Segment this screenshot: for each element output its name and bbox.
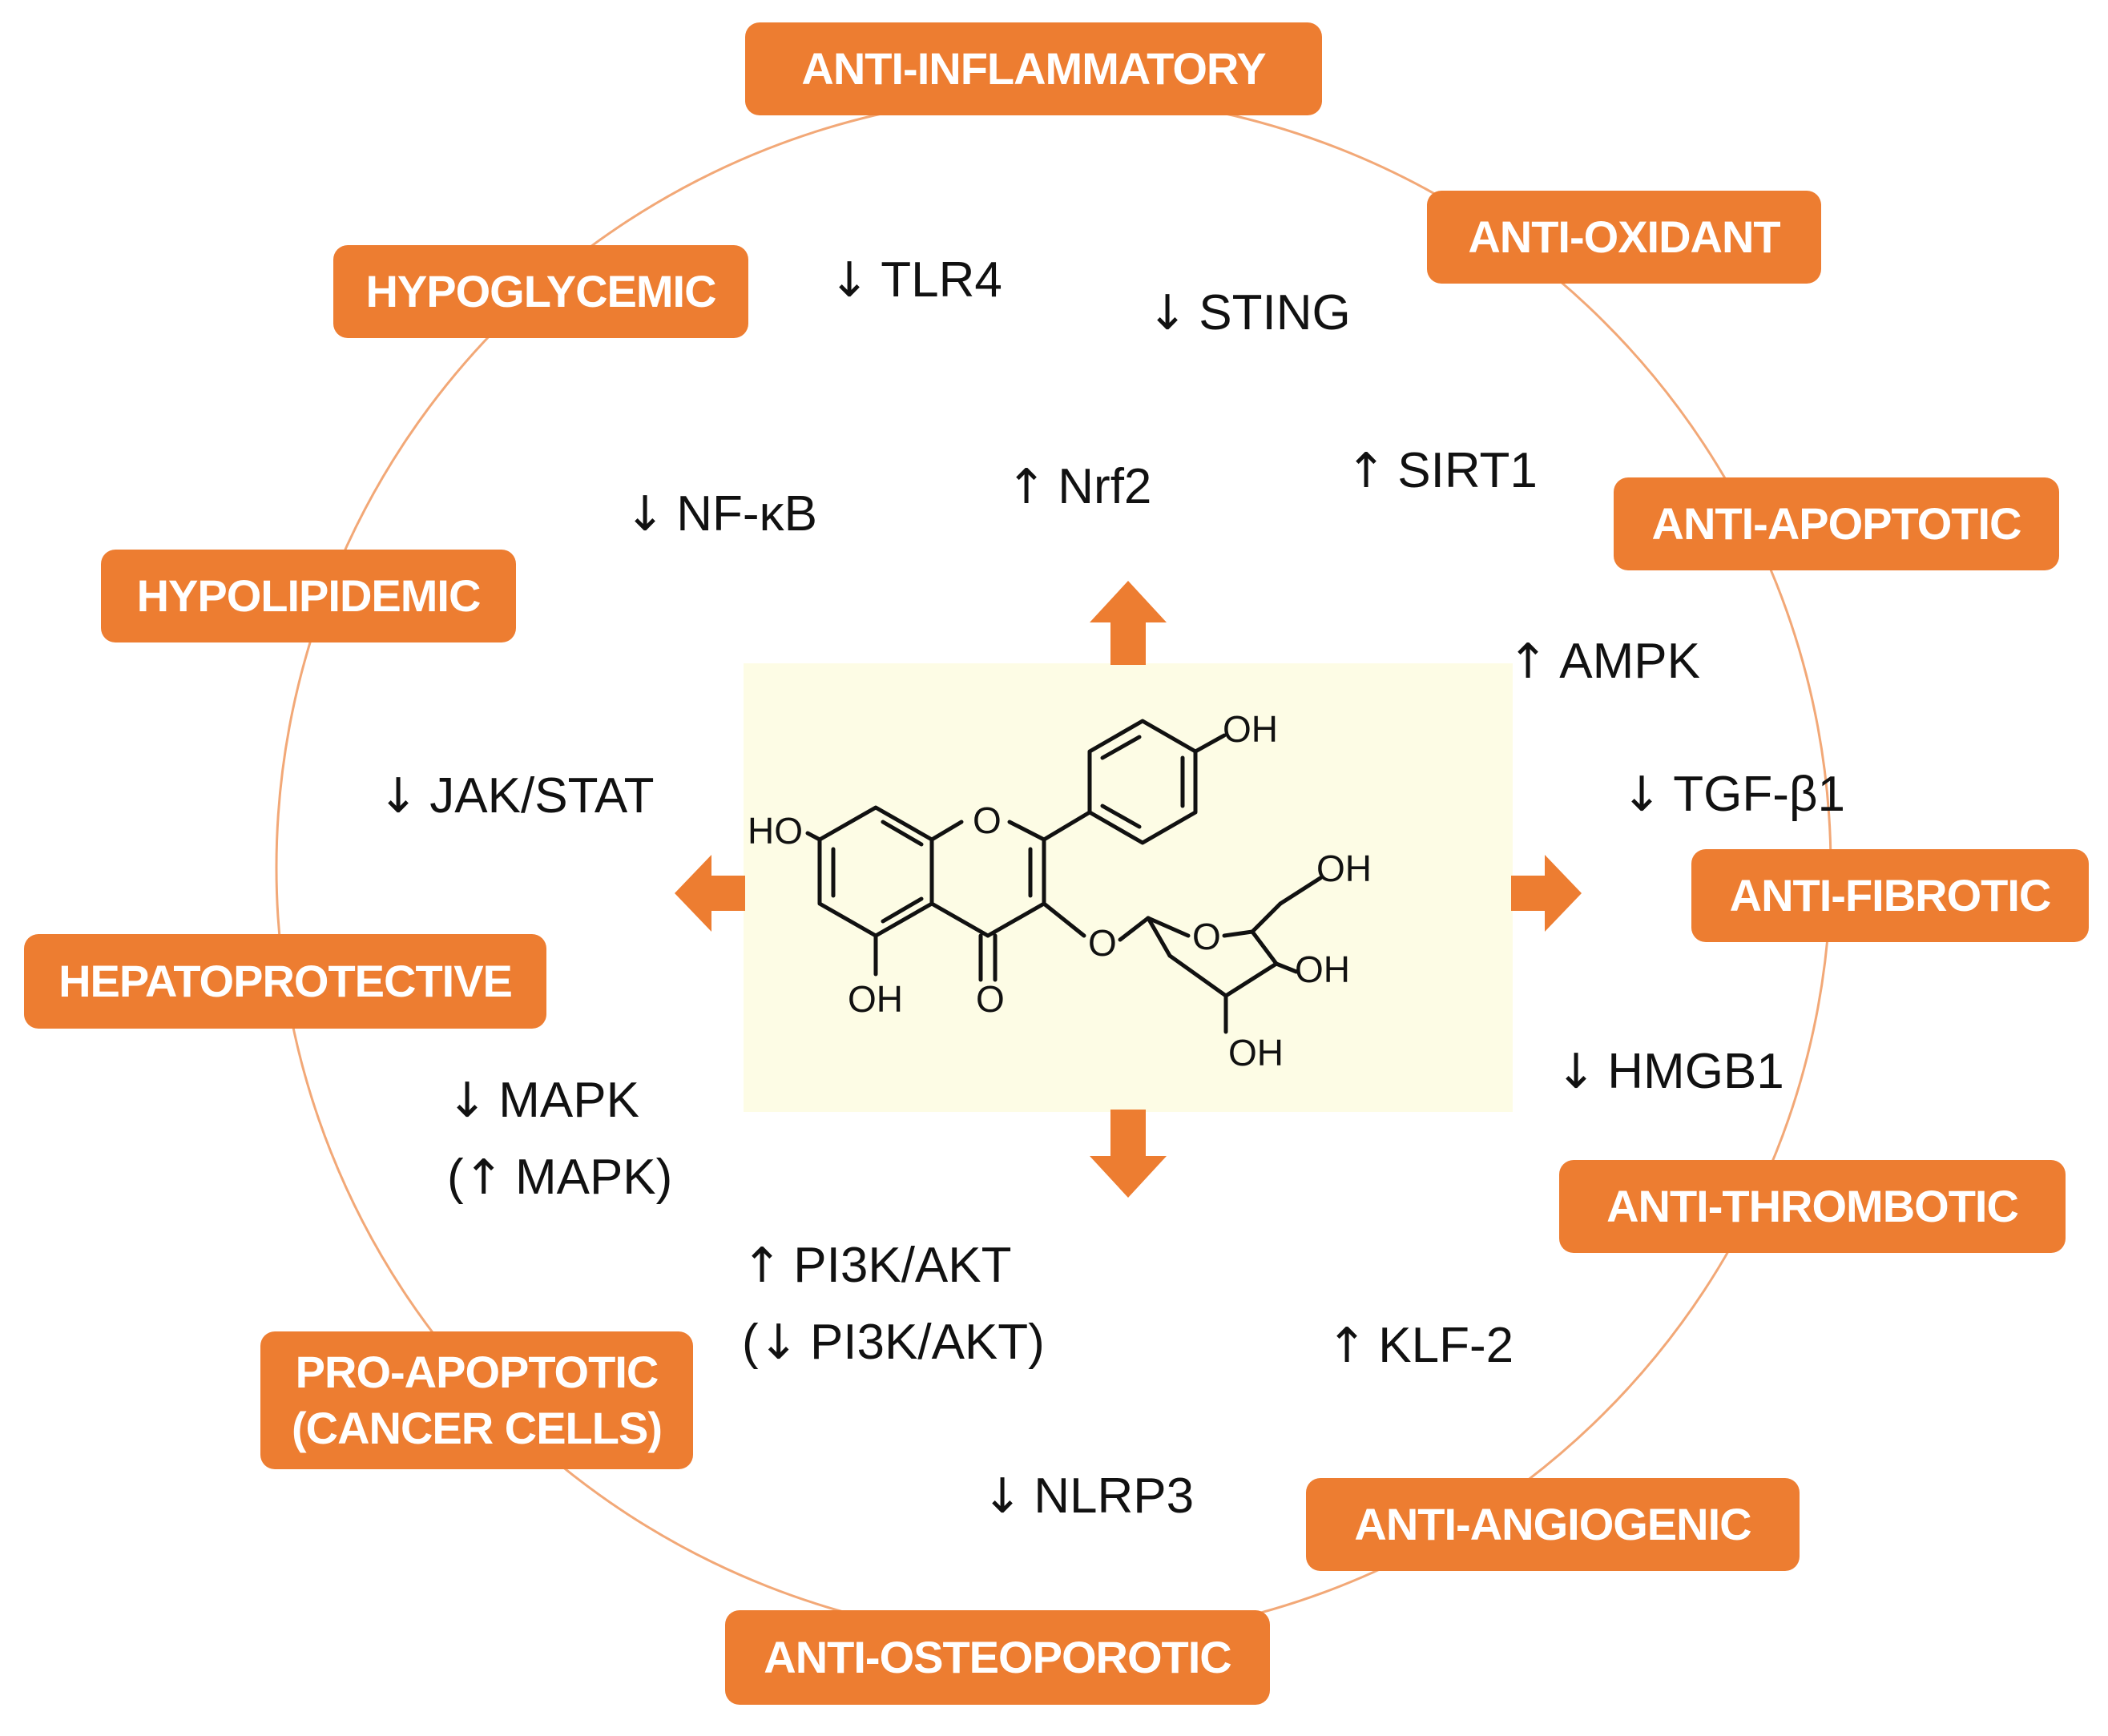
effect-anti-fibrotic: ANTI-FIBROTIC xyxy=(1691,849,2089,942)
effect-anti-angiogenic: ANTI-ANGIOGENIC xyxy=(1306,1478,1800,1571)
up-arrow-icon: ↑ xyxy=(1006,459,1047,515)
target-pi3k-akt-line2: (↓PI3K/AKT) xyxy=(742,1304,1045,1381)
effect-hepatoprotective: HEPATOPROTECTIVE xyxy=(24,934,546,1029)
target-nlrp3: ↓NLRP3 xyxy=(982,1458,1194,1535)
effect-hypoglycemic: HYPOGLYCEMIC xyxy=(333,245,748,338)
target-nfkb-label: NF-κB xyxy=(676,486,817,542)
down-arrow-icon: ↓ xyxy=(447,1073,488,1129)
down-arrow-icon: ↓ xyxy=(829,252,870,308)
target-tgfb1: ↓TGF-β1 xyxy=(1622,756,1845,833)
arrow-left xyxy=(675,855,745,932)
down-arrow-icon: ↓ xyxy=(1622,767,1663,823)
target-nrf2: ↑Nrf2 xyxy=(1006,449,1151,526)
atom-oh-ch2: OH xyxy=(1316,848,1372,889)
effect-anti-osteoporotic: ANTI-OSTEOPOROTIC xyxy=(725,1610,1270,1705)
target-nrf2-label: Nrf2 xyxy=(1058,459,1152,514)
target-ampk-label: AMPK xyxy=(1559,634,1700,689)
target-mapk-label: MAPK xyxy=(498,1073,639,1128)
target-mapk-alt-label: MAPK) xyxy=(514,1150,673,1206)
target-nfkb: ↓NF-κB xyxy=(625,476,817,553)
up-arrow-icon: ↑ xyxy=(1327,1318,1368,1374)
down-arrow-icon: ↓ xyxy=(758,1315,799,1371)
down-arrow-icon: ↓ xyxy=(1147,285,1188,341)
atom-o-glyco: O xyxy=(1088,922,1117,964)
atom-oh-sugar-2: OH xyxy=(1228,1032,1284,1073)
atom-o-ring: O xyxy=(973,800,1002,841)
target-jak-stat-label: JAK/STAT xyxy=(429,768,655,824)
effect-anti-oxidant: ANTI-OXIDANT xyxy=(1427,191,1821,284)
target-pi3k-akt-label: PI3K/AKT xyxy=(793,1238,1012,1293)
up-arrow-icon: ↑ xyxy=(463,1150,504,1206)
atom-o-sugar: O xyxy=(1192,916,1221,957)
target-mapk-alt-open: ( xyxy=(447,1150,464,1206)
target-tlr4: ↓TLR4 xyxy=(829,242,1002,319)
atom-o-carbonyl: O xyxy=(976,978,1005,1020)
down-arrow-icon: ↓ xyxy=(378,768,419,824)
down-arrow-icon: ↓ xyxy=(982,1468,1023,1525)
target-pi3k-akt-alt-label: PI3K/AKT) xyxy=(809,1315,1045,1371)
target-sirt1: ↑SIRT1 xyxy=(1346,433,1538,510)
up-arrow-icon: ↑ xyxy=(1508,634,1549,690)
effect-anti-apoptotic: ANTI-APOPTOTIC xyxy=(1614,477,2059,570)
target-jak-stat: ↓JAK/STAT xyxy=(378,758,654,835)
atom-ho-a-ring: HO xyxy=(748,810,803,852)
target-sting-label: STING xyxy=(1199,285,1351,340)
kaempferol-glycoside-structure-panel: OH HO O OH O O O OH OH OH xyxy=(744,663,1513,1112)
effect-pro-apoptotic-line1: PRO-APOPTOTIC xyxy=(295,1347,659,1397)
target-hmgb1-label: HMGB1 xyxy=(1607,1044,1784,1099)
effect-pro-apoptotic-cancer-cells: PRO-APOPTOTIC (CANCER CELLS) xyxy=(260,1331,693,1469)
target-pi3k-akt: ↑PI3K/AKT (↓PI3K/AKT) xyxy=(742,1227,1045,1381)
target-tlr4-label: TLR4 xyxy=(881,252,1002,308)
atom-oh-5: OH xyxy=(848,978,903,1020)
up-arrow-icon: ↑ xyxy=(742,1238,783,1294)
target-tgfb1-label: TGF-β1 xyxy=(1673,767,1846,822)
target-pi3k-akt-alt-open: ( xyxy=(742,1315,759,1371)
arrow-down xyxy=(1090,1110,1167,1198)
arrow-up xyxy=(1090,581,1167,665)
target-mapk: ↓MAPK (↑MAPK) xyxy=(447,1062,672,1216)
target-klf2: ↑KLF-2 xyxy=(1327,1307,1513,1384)
down-arrow-icon: ↓ xyxy=(625,486,666,542)
effect-hypolipidemic: HYPOLIPIDEMIC xyxy=(101,550,516,642)
target-mapk-line1: ↓MAPK xyxy=(447,1062,672,1139)
kaempferol-glycoside-structure: OH HO O OH O O O OH OH OH xyxy=(748,708,1372,1073)
target-hmgb1: ↓HMGB1 xyxy=(1556,1033,1784,1110)
atom-oh-sugar-1: OH xyxy=(1295,949,1350,990)
down-arrow-icon: ↓ xyxy=(1556,1044,1597,1100)
effect-pro-apoptotic-line2: (CANCER CELLS) xyxy=(292,1403,663,1453)
target-mapk-line2: (↑MAPK) xyxy=(447,1139,672,1216)
target-sirt1-label: SIRT1 xyxy=(1397,443,1538,498)
atom-oh-b-ring: OH xyxy=(1223,708,1278,750)
target-ampk: ↑AMPK xyxy=(1508,623,1700,700)
effect-anti-thrombotic: ANTI-THROMBOTIC xyxy=(1559,1160,2066,1253)
target-nlrp3-label: NLRP3 xyxy=(1034,1468,1195,1524)
target-klf2-label: KLF-2 xyxy=(1378,1318,1514,1373)
target-sting: ↓STING xyxy=(1147,275,1351,352)
arrow-right xyxy=(1511,855,1582,932)
target-pi3k-akt-line1: ↑PI3K/AKT xyxy=(742,1227,1045,1304)
effect-anti-inflammatory: ANTI-INFLAMMATORY xyxy=(745,22,1322,115)
up-arrow-icon: ↑ xyxy=(1346,443,1387,499)
